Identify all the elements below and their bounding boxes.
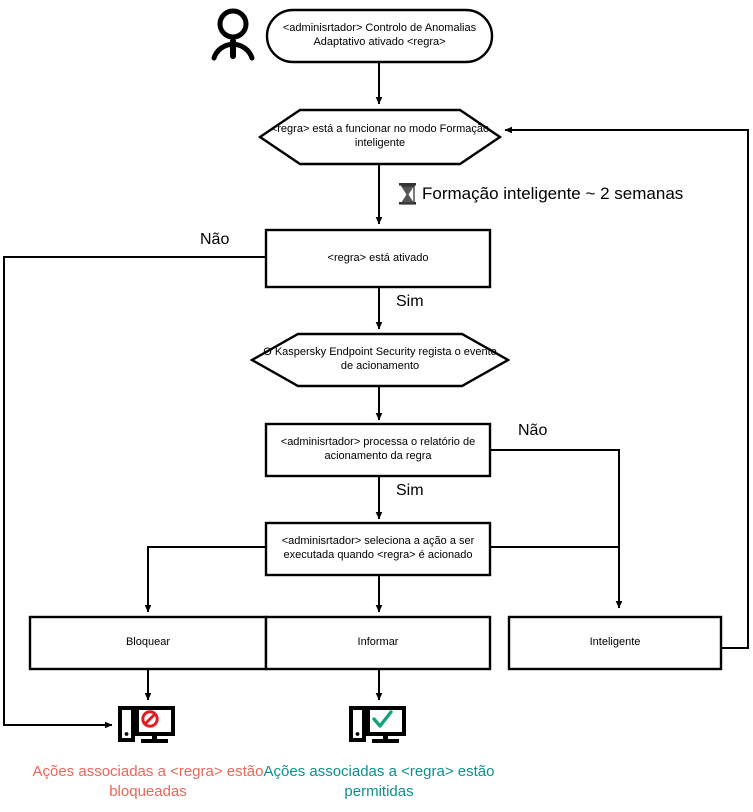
hourglass-icon bbox=[399, 183, 416, 205]
edge-action-to-block bbox=[144, 546, 266, 613]
edge-label-report-yes: Sim bbox=[396, 482, 424, 499]
node-rule-enabled bbox=[264, 228, 492, 289]
edge-label-rule-enabled-no: Não bbox=[200, 231, 230, 248]
person-icon bbox=[211, 8, 255, 61]
node-action-block bbox=[28, 615, 268, 671]
node-action-smart bbox=[507, 615, 723, 671]
edge-report-no bbox=[490, 449, 623, 609]
node-kes-logs-event bbox=[249, 332, 511, 388]
edge-label-rule-enabled-yes: Sim bbox=[396, 293, 424, 310]
training-duration-note: Formação inteligente ~ 2 semanas bbox=[422, 184, 684, 203]
node-admin-selects-action bbox=[264, 521, 492, 577]
allowed-outcome-caption: Ações associadas a <regra> estão permiti… bbox=[263, 763, 495, 800]
computer-allowed-icon bbox=[349, 706, 406, 743]
edge-smart-loopback bbox=[504, 126, 749, 649]
blocked-outcome-caption: Ações associadas a <regra> estão bloquea… bbox=[32, 763, 264, 800]
edge-label-report-no: Não bbox=[518, 422, 548, 439]
node-action-inform bbox=[264, 615, 492, 671]
edge-rule-enabled-no bbox=[3, 256, 266, 729]
node-admin-processes-report bbox=[264, 422, 492, 478]
computer-blocked-icon bbox=[118, 706, 175, 743]
node-start bbox=[265, 8, 494, 64]
node-smart-training bbox=[257, 108, 503, 166]
